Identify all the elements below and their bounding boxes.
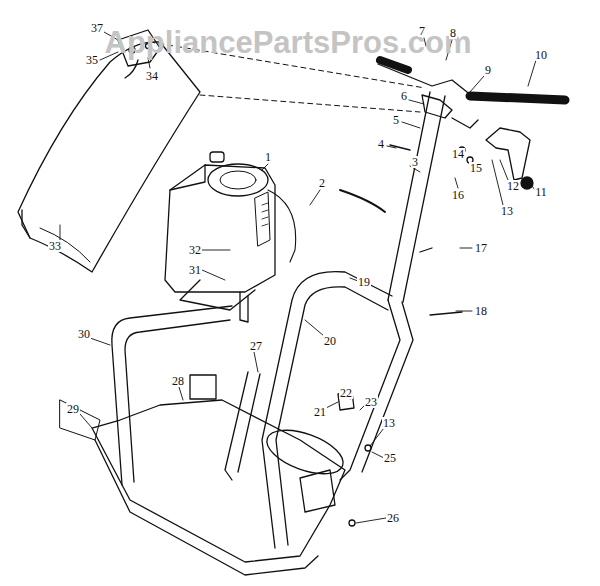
callout-number: 33: [48, 240, 62, 252]
callout-number: 32: [188, 244, 202, 256]
callout-number: 35: [85, 54, 99, 66]
callout-number: 31: [188, 264, 202, 276]
callout-number: 18: [474, 305, 488, 317]
callout-number: 10: [534, 49, 548, 61]
callout-number: 23: [364, 396, 378, 408]
callout-number: 1: [264, 151, 272, 163]
callout-number: 37: [90, 22, 104, 34]
callout-number: 28: [171, 375, 185, 387]
callout-number: 26: [386, 512, 400, 524]
callout-number: 30: [77, 328, 91, 340]
callout-number: 16: [451, 189, 465, 201]
callout-number: 13: [382, 417, 396, 429]
callout-number: 15: [469, 162, 483, 174]
callout-number: 14: [451, 148, 465, 160]
callout-number: 8: [449, 27, 457, 39]
callout-number: 9: [484, 64, 492, 76]
callout-number: 3: [411, 156, 419, 168]
callout-number: 17: [474, 242, 488, 254]
callout-number: 20: [323, 335, 337, 347]
callout-number: 22: [339, 387, 353, 399]
callout-number: 4: [377, 138, 385, 150]
callout-number: 5: [392, 114, 400, 126]
callout-number: 6: [400, 90, 408, 102]
callout-number: 21: [313, 406, 327, 418]
callout-number: 13: [500, 205, 514, 217]
callout-number: 11: [534, 186, 548, 198]
callout-number: 29: [66, 403, 80, 415]
callout-number: 27: [249, 340, 263, 352]
callout-number: 2: [318, 177, 326, 189]
callout-number: 19: [357, 276, 371, 288]
callout-number: 12: [506, 180, 520, 192]
callout-number: 25: [383, 452, 397, 464]
callout-number: 7: [418, 25, 426, 37]
callout-number: 34: [145, 70, 159, 82]
